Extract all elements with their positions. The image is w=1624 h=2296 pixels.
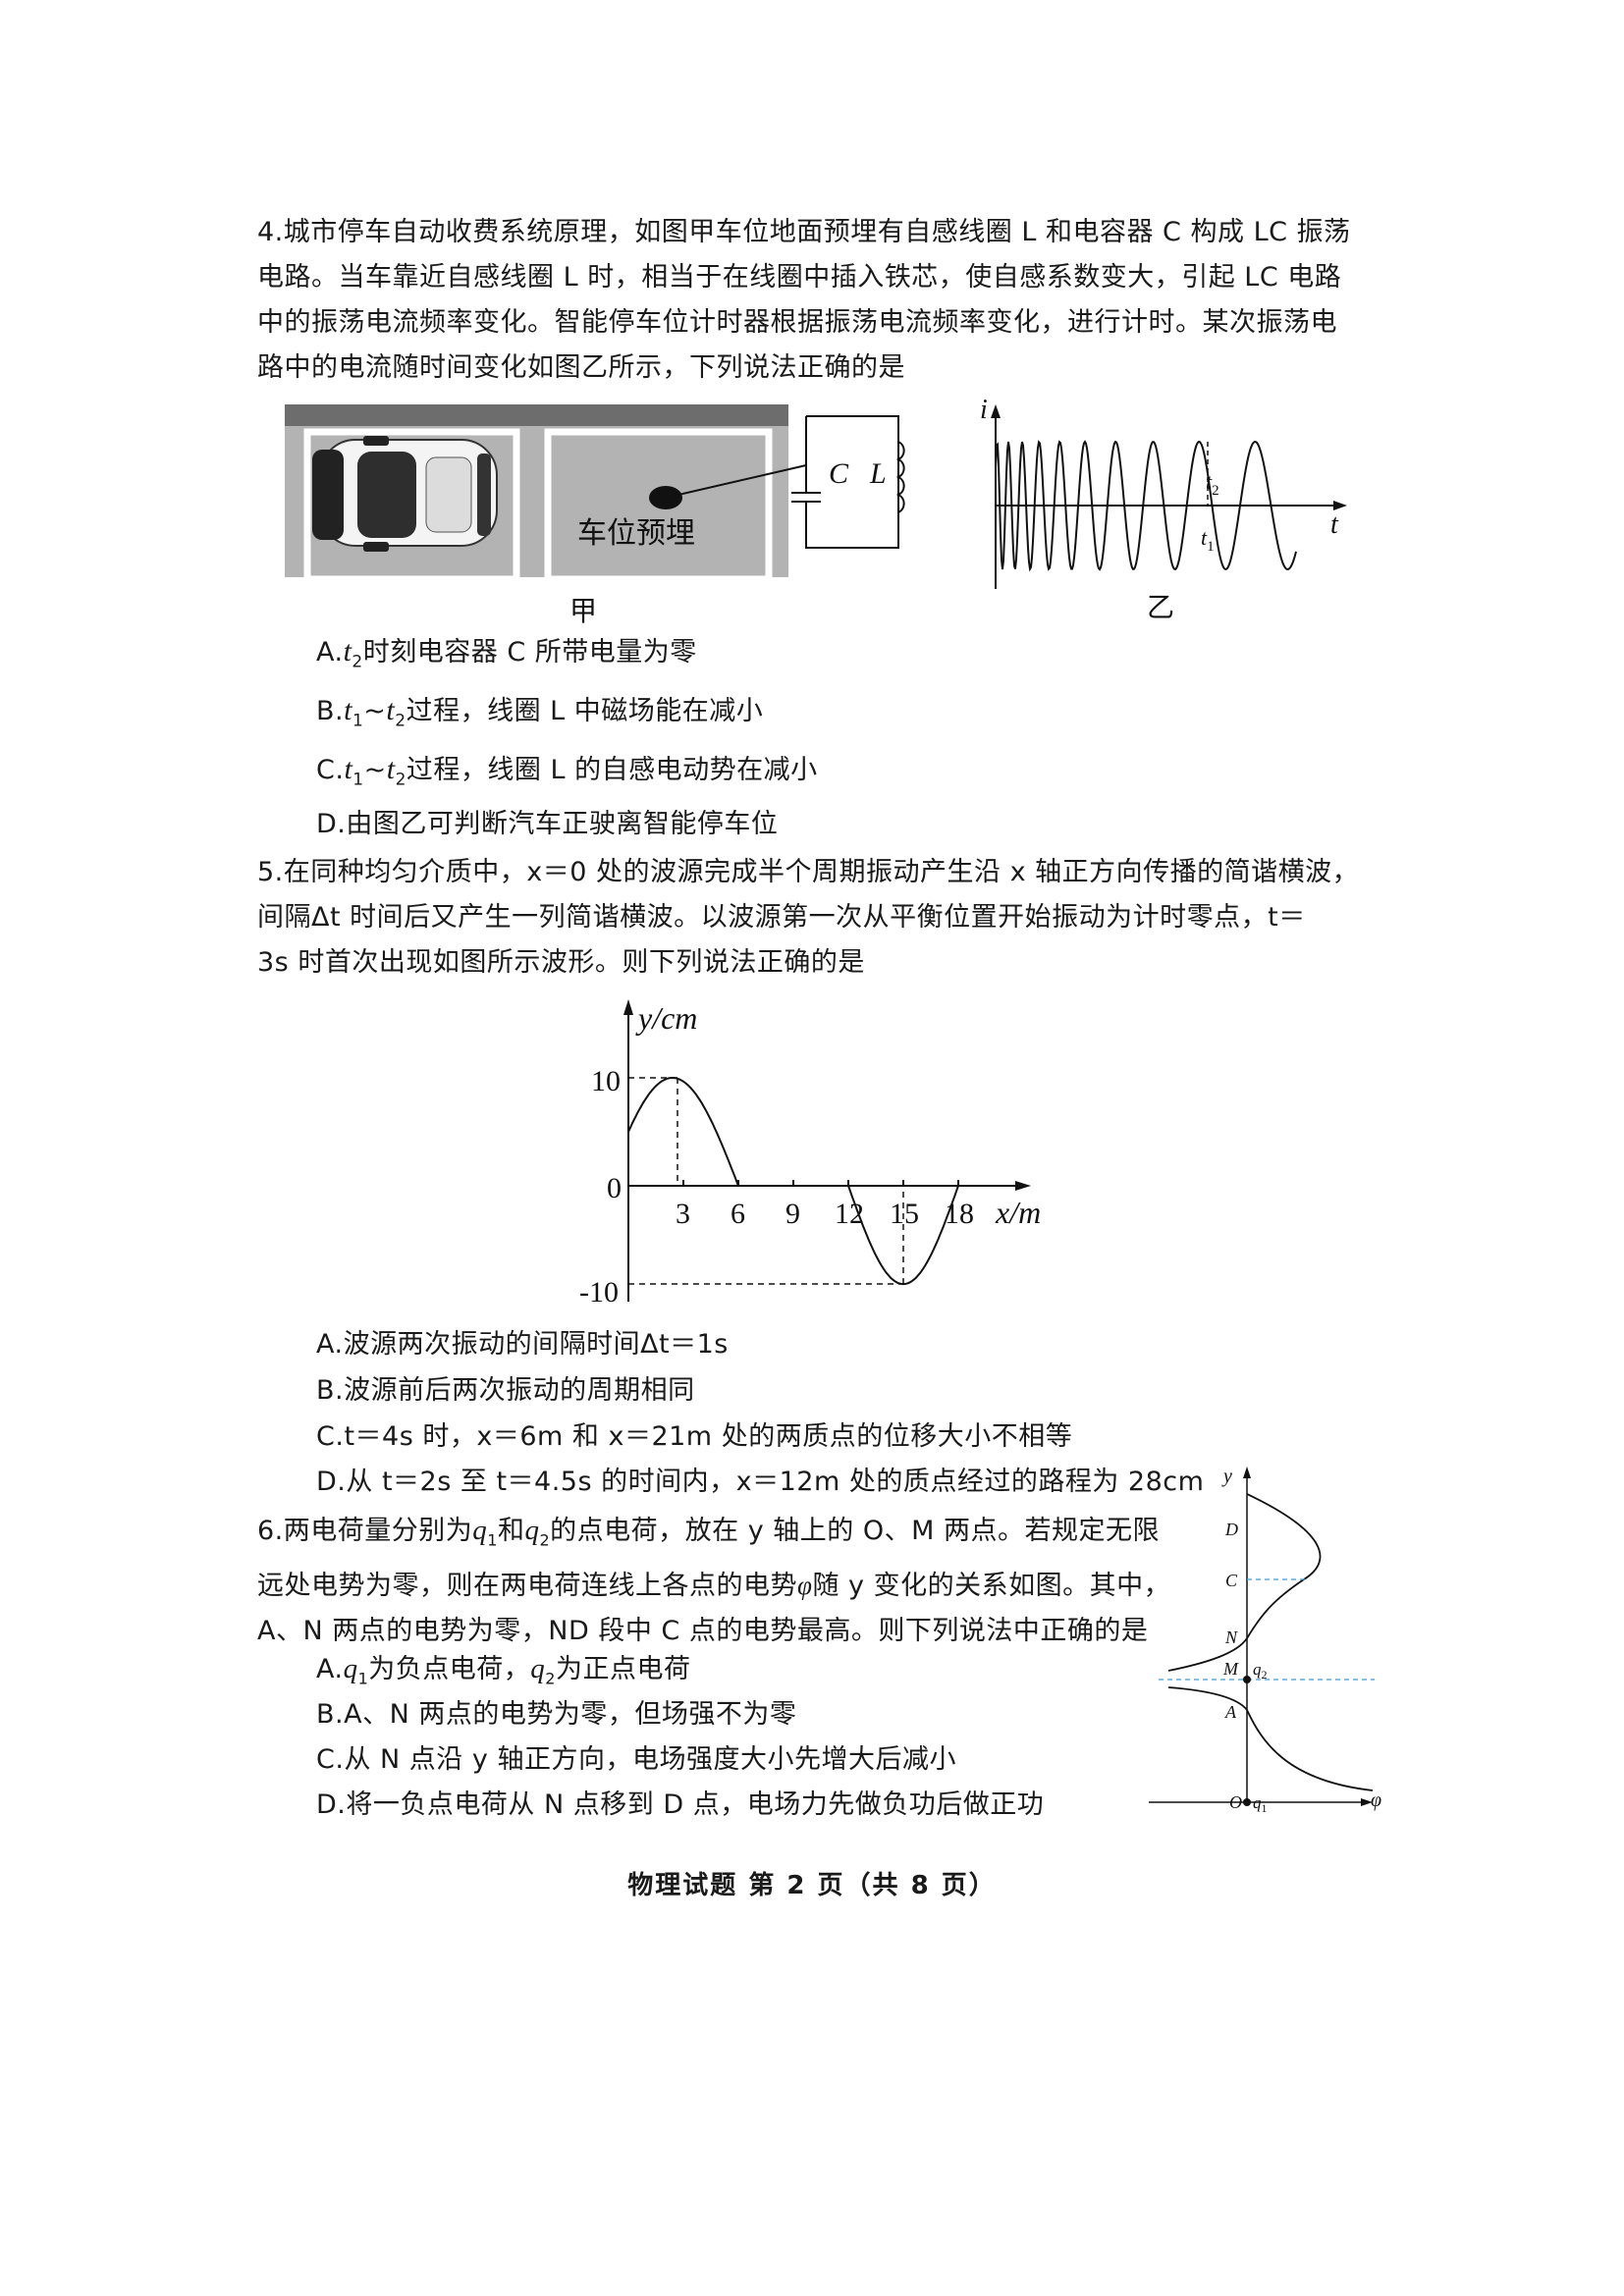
upper-potential-curve [1167,1493,1322,1672]
q5-line: 5.在同种均匀介质中，x＝0 处的波源完成半个周期振动产生沿 x 轴正方向传播的… [257,857,1360,887]
y-axis-label: y [1221,1466,1232,1487]
q4-option-c: C.t1~t2过程，线圈 L 的自感电动势在减小 [316,753,818,790]
parking-curb [285,404,788,426]
q5-option-d: D.从 t＝2s 至 t＝4.5s 的时间内，x＝12m 处的质点经过的路程为 … [316,1467,1205,1497]
q4-line: 4.城市停车自动收费系统原理，如图甲车位地面预埋有自感线圈 L 和电容器 C 构… [257,217,1351,247]
x-ticks: 3 6 9 12 15 18 [676,1180,974,1230]
lc-circuit [791,415,905,549]
q4-line: 电路。当车靠近自感线圈 L 时，相当于在线圈中插入铁芯，使自感系数变大，引起 L… [257,262,1342,293]
lower-potential-curve [1167,1686,1374,1791]
q5-option-b: B.波源前后两次振动的周期相同 [316,1375,695,1406]
y-tick-neg10: -10 [579,1276,619,1308]
x-tick-label: 18 [945,1198,974,1230]
x-tick-label: 3 [676,1198,690,1230]
page-footer: 物理试题 第 2 页（共 8 页） [627,1871,997,1900]
slot-label: 车位预埋 [577,516,695,551]
t-axis-label: t [1330,509,1339,540]
parking-slot-left [303,428,520,583]
label-d: D [1224,1520,1238,1539]
y-axis-label: y/cm [635,1000,697,1036]
point-o-dot [1243,1798,1251,1806]
q6-option-a: A.q1为负点电荷，q2为正点电荷 [316,1653,691,1688]
y-tick-0: 0 [607,1172,622,1204]
q5-option-c: C.t＝4s 时，x＝6m 和 x＝21m 处的两质点的位移大小不相等 [316,1421,1073,1452]
label-c: C [1225,1571,1238,1590]
t1-label: t1 [1201,525,1215,555]
x-tick-label: 6 [731,1198,745,1230]
label-q2: q2 [1253,1660,1268,1682]
x-axis-label: x/m [995,1195,1041,1230]
label-n: N [1224,1628,1238,1647]
question-5-stem: 5.在同种均匀介质中，x＝0 处的波源完成半个周期振动产生沿 x 轴正方向传播的… [257,850,1386,986]
q6-line-1: 6.两电荷量分别为q1和q2的点电荷，放在 y 轴上的 O、M 两点。若规定无限 [257,1515,1160,1550]
q5-line: 3s 时首次出现如图所示波形。则下列说法正确的是 [257,947,865,978]
parking-slot-right [544,428,773,583]
t2-label: t2 [1206,469,1219,499]
q4-line: 路中的电流随时间变化如图乙所示，下列说法正确的是 [257,352,905,383]
phi-axis-label: φ [1371,1789,1381,1811]
q5-option-a: A.波源两次振动的间隔时间Δt＝1s [316,1329,729,1360]
q6-line-2: 远处电势为零，则在两电荷连线上各点的电势φ随 y 变化的关系如图。其中， [257,1571,1171,1602]
figure-yi-oscillation: i t t1 t2 乙 [980,395,1347,623]
q4-option-b: B.t1~t2过程，线圈 L 中磁场能在减小 [316,694,764,731]
q6-option-c: C.从 N 点沿 y 轴正方向，电场强度大小先增大后减小 [316,1744,956,1775]
wave-crest [627,1076,739,1187]
inductor-label: L [869,457,887,490]
figure-yi-caption: 乙 [1147,591,1174,623]
car-icon [312,436,498,552]
wave-graph: y/cm x/m 10 0 -10 3 6 9 12 15 18 [579,999,1041,1308]
q4-option-d: D.由图乙可判断汽车正驶离智能停车位 [316,809,779,839]
q6-line-3: A、N 两点的电势为零，ND 段中 C 点的电势最高。则下列说法中正确的是 [257,1616,1149,1647]
question-4-stem: 4.城市停车自动收费系统原理，如图甲车位地面预埋有自感线圈 L 和电容器 C 构… [257,210,1386,391]
coil-wire [665,464,807,499]
x-tick-label: 9 [785,1198,800,1230]
oscillation-curve [995,440,1297,572]
q6-option-b: B.A、N 两点的电势为零，但场强不为零 [316,1699,797,1730]
q4-line: 中的振荡电流频率变化。智能停车位计时器根据振荡电流频率变化，进行计时。某次振荡电 [257,307,1337,338]
x-tick-label: 12 [835,1198,864,1230]
label-q1: q1 [1253,1793,1268,1815]
i-axis-label: i [980,395,988,425]
point-m-dot [1243,1676,1251,1683]
potential-graph: y φ D C N M A O q2 q1 [1149,1466,1381,1815]
x-tick-label: 15 [890,1198,919,1230]
q6-option-d: D.将一负点电荷从 N 点移到 D 点，电场力先做负功后做正功 [316,1789,1045,1820]
q4-option-a: A.t2时刻电容器 C 所带电量为零 [316,635,697,672]
label-a: A [1224,1702,1237,1722]
y-tick-10: 10 [591,1065,621,1097]
capacitor-label: C [829,457,849,490]
q5-line: 间隔Δt 时间后又产生一列简谐横波。以波源第一次从平衡位置开始振动为计时零点，t… [257,902,1306,933]
label-m: M [1222,1659,1239,1679]
figure-jia-caption: 甲 [569,595,597,627]
figure-jia-parking: 车位预埋 C L 甲 [285,404,905,627]
question-6-stem: 6.两电荷量分别为q1和q2的点电荷，放在 y 轴上的 O、M 两点。若规定无限… [257,1508,1190,1654]
label-o: O [1229,1792,1242,1812]
